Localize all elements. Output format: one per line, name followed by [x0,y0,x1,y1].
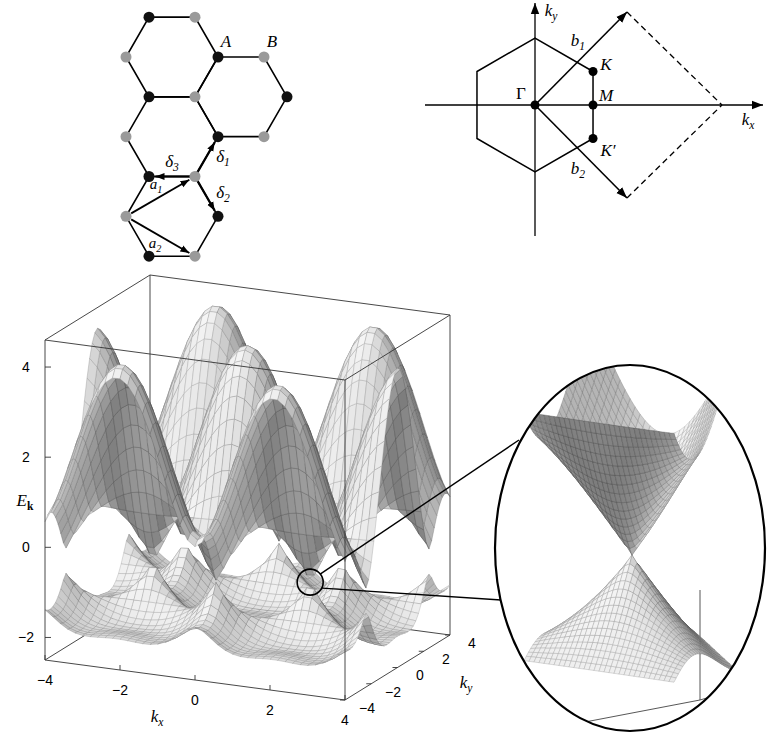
lattice-atom [144,12,155,23]
lattice-atom [190,171,201,182]
lattice-atom [213,52,224,63]
lattice-atom [190,91,201,102]
hexagon-bonds [126,17,218,97]
lattice-atom [144,91,155,102]
symmetry-point [589,134,598,143]
lattice-atom [190,12,201,23]
brillouin-zone [425,3,763,236]
plot-box-edge [150,275,450,315]
reciprocal-vector-arrow [535,12,627,105]
lattice-atom [259,131,270,142]
band-surface [45,306,450,665]
hexagon-bonds [126,177,218,257]
lattice-atom [213,131,224,142]
lattice-atom [213,211,224,222]
lattice-atom [259,52,270,63]
bond-vector-arrow [197,142,215,174]
lattice-atom [121,52,132,63]
lattice-atom [121,131,132,142]
lattice-atom [190,251,201,262]
bond-vector-arrow [197,179,215,211]
symmetry-point [589,101,598,110]
lattice-atom [282,91,293,102]
reciprocal-cell-edge [627,12,722,105]
hexagon-bonds [195,57,287,137]
symmetry-point [589,67,598,76]
symmetry-point [531,101,540,110]
lattice-atom [121,211,132,222]
reciprocal-cell-edge [627,105,722,198]
band-plot [45,275,519,700]
